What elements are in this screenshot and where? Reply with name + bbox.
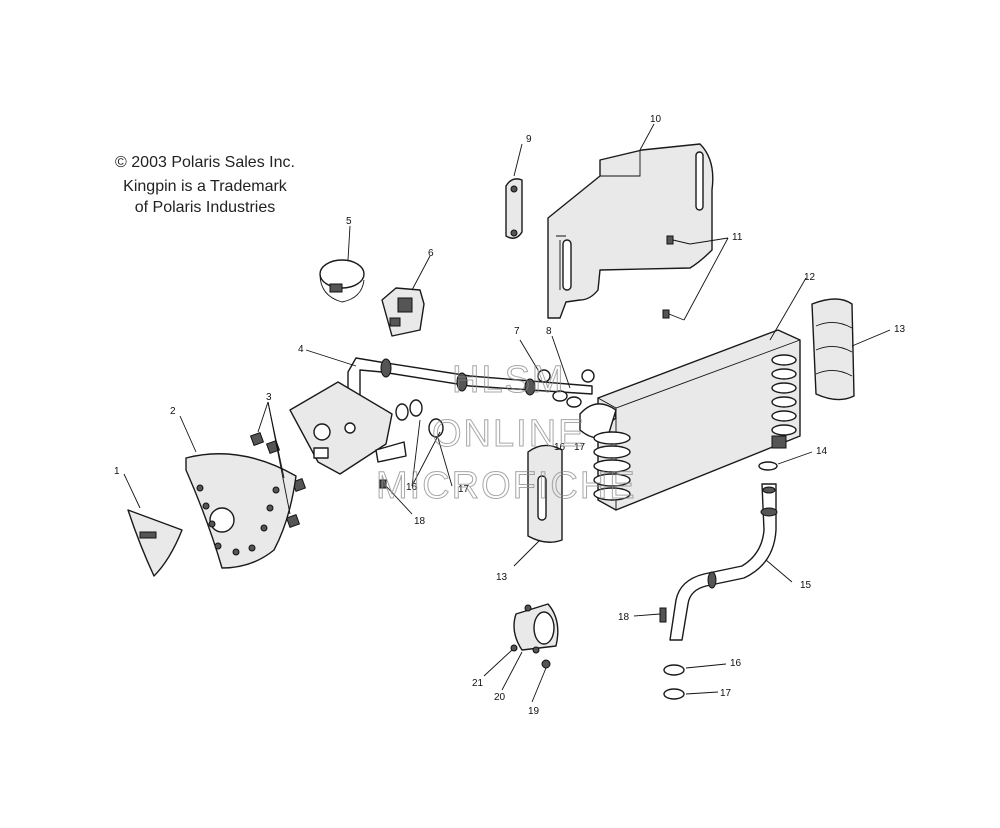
- callout-9: 9: [526, 134, 532, 145]
- callout-8: 8: [546, 326, 552, 337]
- callout-16-lower: 16: [730, 658, 742, 669]
- callout-18-left: 18: [414, 516, 426, 527]
- callout-13-right: 13: [894, 324, 906, 335]
- callout-20: 20: [494, 692, 506, 703]
- part-18-bolt-right: [659, 607, 667, 623]
- part-10-heat-shield: [547, 143, 714, 319]
- watermark-line-3: MICROFICHE: [376, 465, 637, 507]
- part-cooler-mount-bracket: [289, 381, 407, 475]
- copyright-line: © 2003 Polaris Sales Inc.: [115, 154, 295, 171]
- callout-21: 21: [472, 678, 484, 689]
- callout-19: 19: [528, 706, 540, 717]
- callout-5: 5: [346, 216, 352, 227]
- part-16-washer-lower: [663, 664, 685, 676]
- callout-11: 11: [732, 232, 743, 243]
- part-13-cushion-left: [527, 444, 563, 543]
- callout-14: 14: [816, 446, 828, 457]
- callout-17-lower: 17: [720, 688, 732, 699]
- part-18-bolt-left: [379, 479, 387, 489]
- part-6-mount: [381, 287, 425, 337]
- callout-1: 1: [114, 466, 120, 477]
- callout-16-left: 16: [406, 482, 418, 493]
- watermark: HLSM ONLINE MICROFICHE: [376, 359, 637, 508]
- part-7-8-fittings: [537, 369, 595, 408]
- watermark-line-2: ONLINE: [432, 413, 585, 455]
- callout-17-left: 17: [458, 484, 470, 495]
- part-13-cushion-right: [811, 298, 855, 401]
- part-5-hose-clamp: [319, 259, 365, 303]
- part-15-oil-hose: [669, 483, 778, 641]
- callout-2: 2: [170, 406, 176, 417]
- part-9-link-plate: [505, 178, 523, 239]
- part-2-grille: [185, 453, 297, 569]
- callout-17-mid: 17: [574, 442, 586, 453]
- part-19-nut: [541, 659, 551, 669]
- watermark-line-1: HLSM: [452, 359, 566, 401]
- callout-3: 3: [266, 392, 272, 403]
- callout-7: 7: [514, 326, 520, 337]
- callout-15: 15: [800, 580, 812, 591]
- callout-6: 6: [428, 248, 434, 259]
- part-1-badge-plate: [127, 509, 183, 577]
- callout-18-right: 18: [618, 612, 630, 623]
- trademark-line: Kingpin is a Trademark: [123, 178, 287, 195]
- leader-lines: [123, 123, 891, 703]
- part-14-oring: [758, 461, 778, 471]
- part-11-bolts: [662, 235, 691, 321]
- part-17-washer-lower: [663, 688, 685, 700]
- copyright-block: © 2003 Polaris Sales Inc. Kingpin is a T…: [100, 154, 310, 217]
- callout-10: 10: [650, 114, 662, 125]
- part-20-thermo-switch: [513, 603, 559, 654]
- callouts: 1 2 3 4 5 6 7 8 9 10 11 12 13 13 14 15 1…: [114, 114, 906, 717]
- part-16-washer-left-a: [395, 403, 409, 421]
- part-12-oil-cooler: [579, 329, 801, 511]
- callout-13-left: 13: [496, 572, 508, 583]
- callout-4: 4: [298, 344, 304, 355]
- part-16-washer-left-b: [409, 399, 423, 417]
- part-21-screw: [510, 644, 518, 652]
- part-3-nuts: [249, 431, 307, 529]
- trademark-owner-line: of Polaris Industries: [134, 199, 276, 216]
- callout-12: 12: [804, 272, 816, 283]
- callout-16-mid: 16: [554, 442, 566, 453]
